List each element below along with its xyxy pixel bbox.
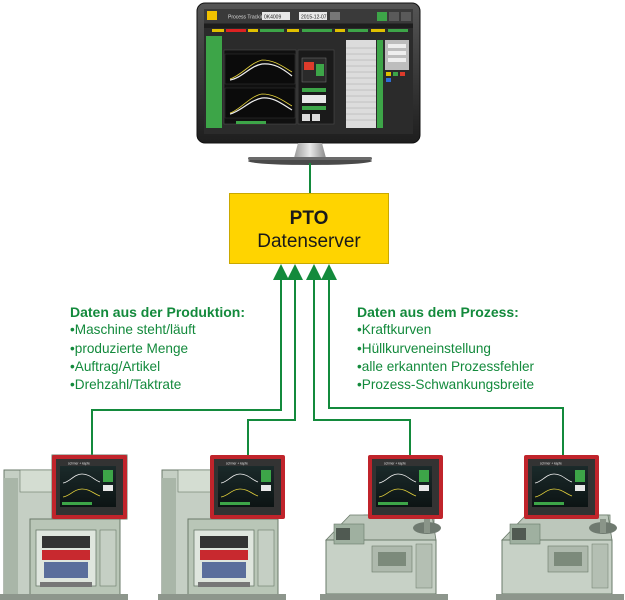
process-list: Kraftkurven Hüllkurveneinstellung alle e… (357, 321, 534, 394)
machine-panel-4: schmer + kapfe (524, 455, 599, 519)
lathe-machine-icon (496, 514, 624, 600)
list-item: produzierte Menge (70, 340, 245, 358)
production-list: Maschine steht/läuft produzierte Menge A… (70, 321, 245, 394)
link-machine-2 (247, 264, 303, 455)
pto-datenserver-box: PTO Datenserver (229, 193, 389, 264)
connection-lines (91, 163, 564, 455)
list-item: Maschine steht/läuft (70, 321, 245, 339)
machine-panel-2: schmer + kapfe (210, 455, 285, 519)
list-item: Auftrag/Artikel (70, 358, 245, 376)
link-machine-3 (306, 264, 411, 455)
machine-panel-1: schmer + kapfe (52, 455, 127, 519)
list-item: alle erkannten Prozessfehler (357, 358, 534, 376)
machine-panel-3: schmer + kapfe (368, 455, 443, 519)
desktop-monitor-icon: Process Tracking Office 0K4009 2015-12-0… (196, 2, 421, 165)
panel-brand-4: schmer + kapfe (540, 462, 562, 466)
lathe-machine-icon (320, 514, 448, 600)
app-title: Process Tracking Office (228, 15, 281, 21)
link-machine-1 (91, 264, 289, 455)
app-date: 2015-12-07 (301, 14, 327, 20)
panel-brand-3: schmer + kapfe (384, 462, 406, 466)
panel-brand-1: schmer + kapfe (68, 462, 90, 466)
link-machine-4 (321, 264, 564, 455)
app-field: 0K4009 (264, 14, 281, 20)
process-data-block: Daten aus dem Prozess: Kraftkurven Hüllk… (357, 303, 534, 394)
server-subtitle: Datenserver (257, 231, 361, 252)
list-item: Drehzahl/Taktrate (70, 376, 245, 394)
press-machine-icon (158, 469, 286, 600)
panel-brand-2: schmer + kapfe (226, 462, 248, 466)
list-item: Hüllkurveneinstellung (357, 340, 534, 358)
server-title: PTO (289, 208, 329, 229)
production-data-block: Daten aus der Produktion: Maschine steht… (70, 303, 245, 394)
production-heading: Daten aus der Produktion: (70, 304, 246, 320)
process-heading: Daten aus dem Prozess: (357, 304, 519, 320)
list-item: Prozess-Schwankungsbreite (357, 376, 534, 394)
list-item: Kraftkurven (357, 321, 534, 339)
